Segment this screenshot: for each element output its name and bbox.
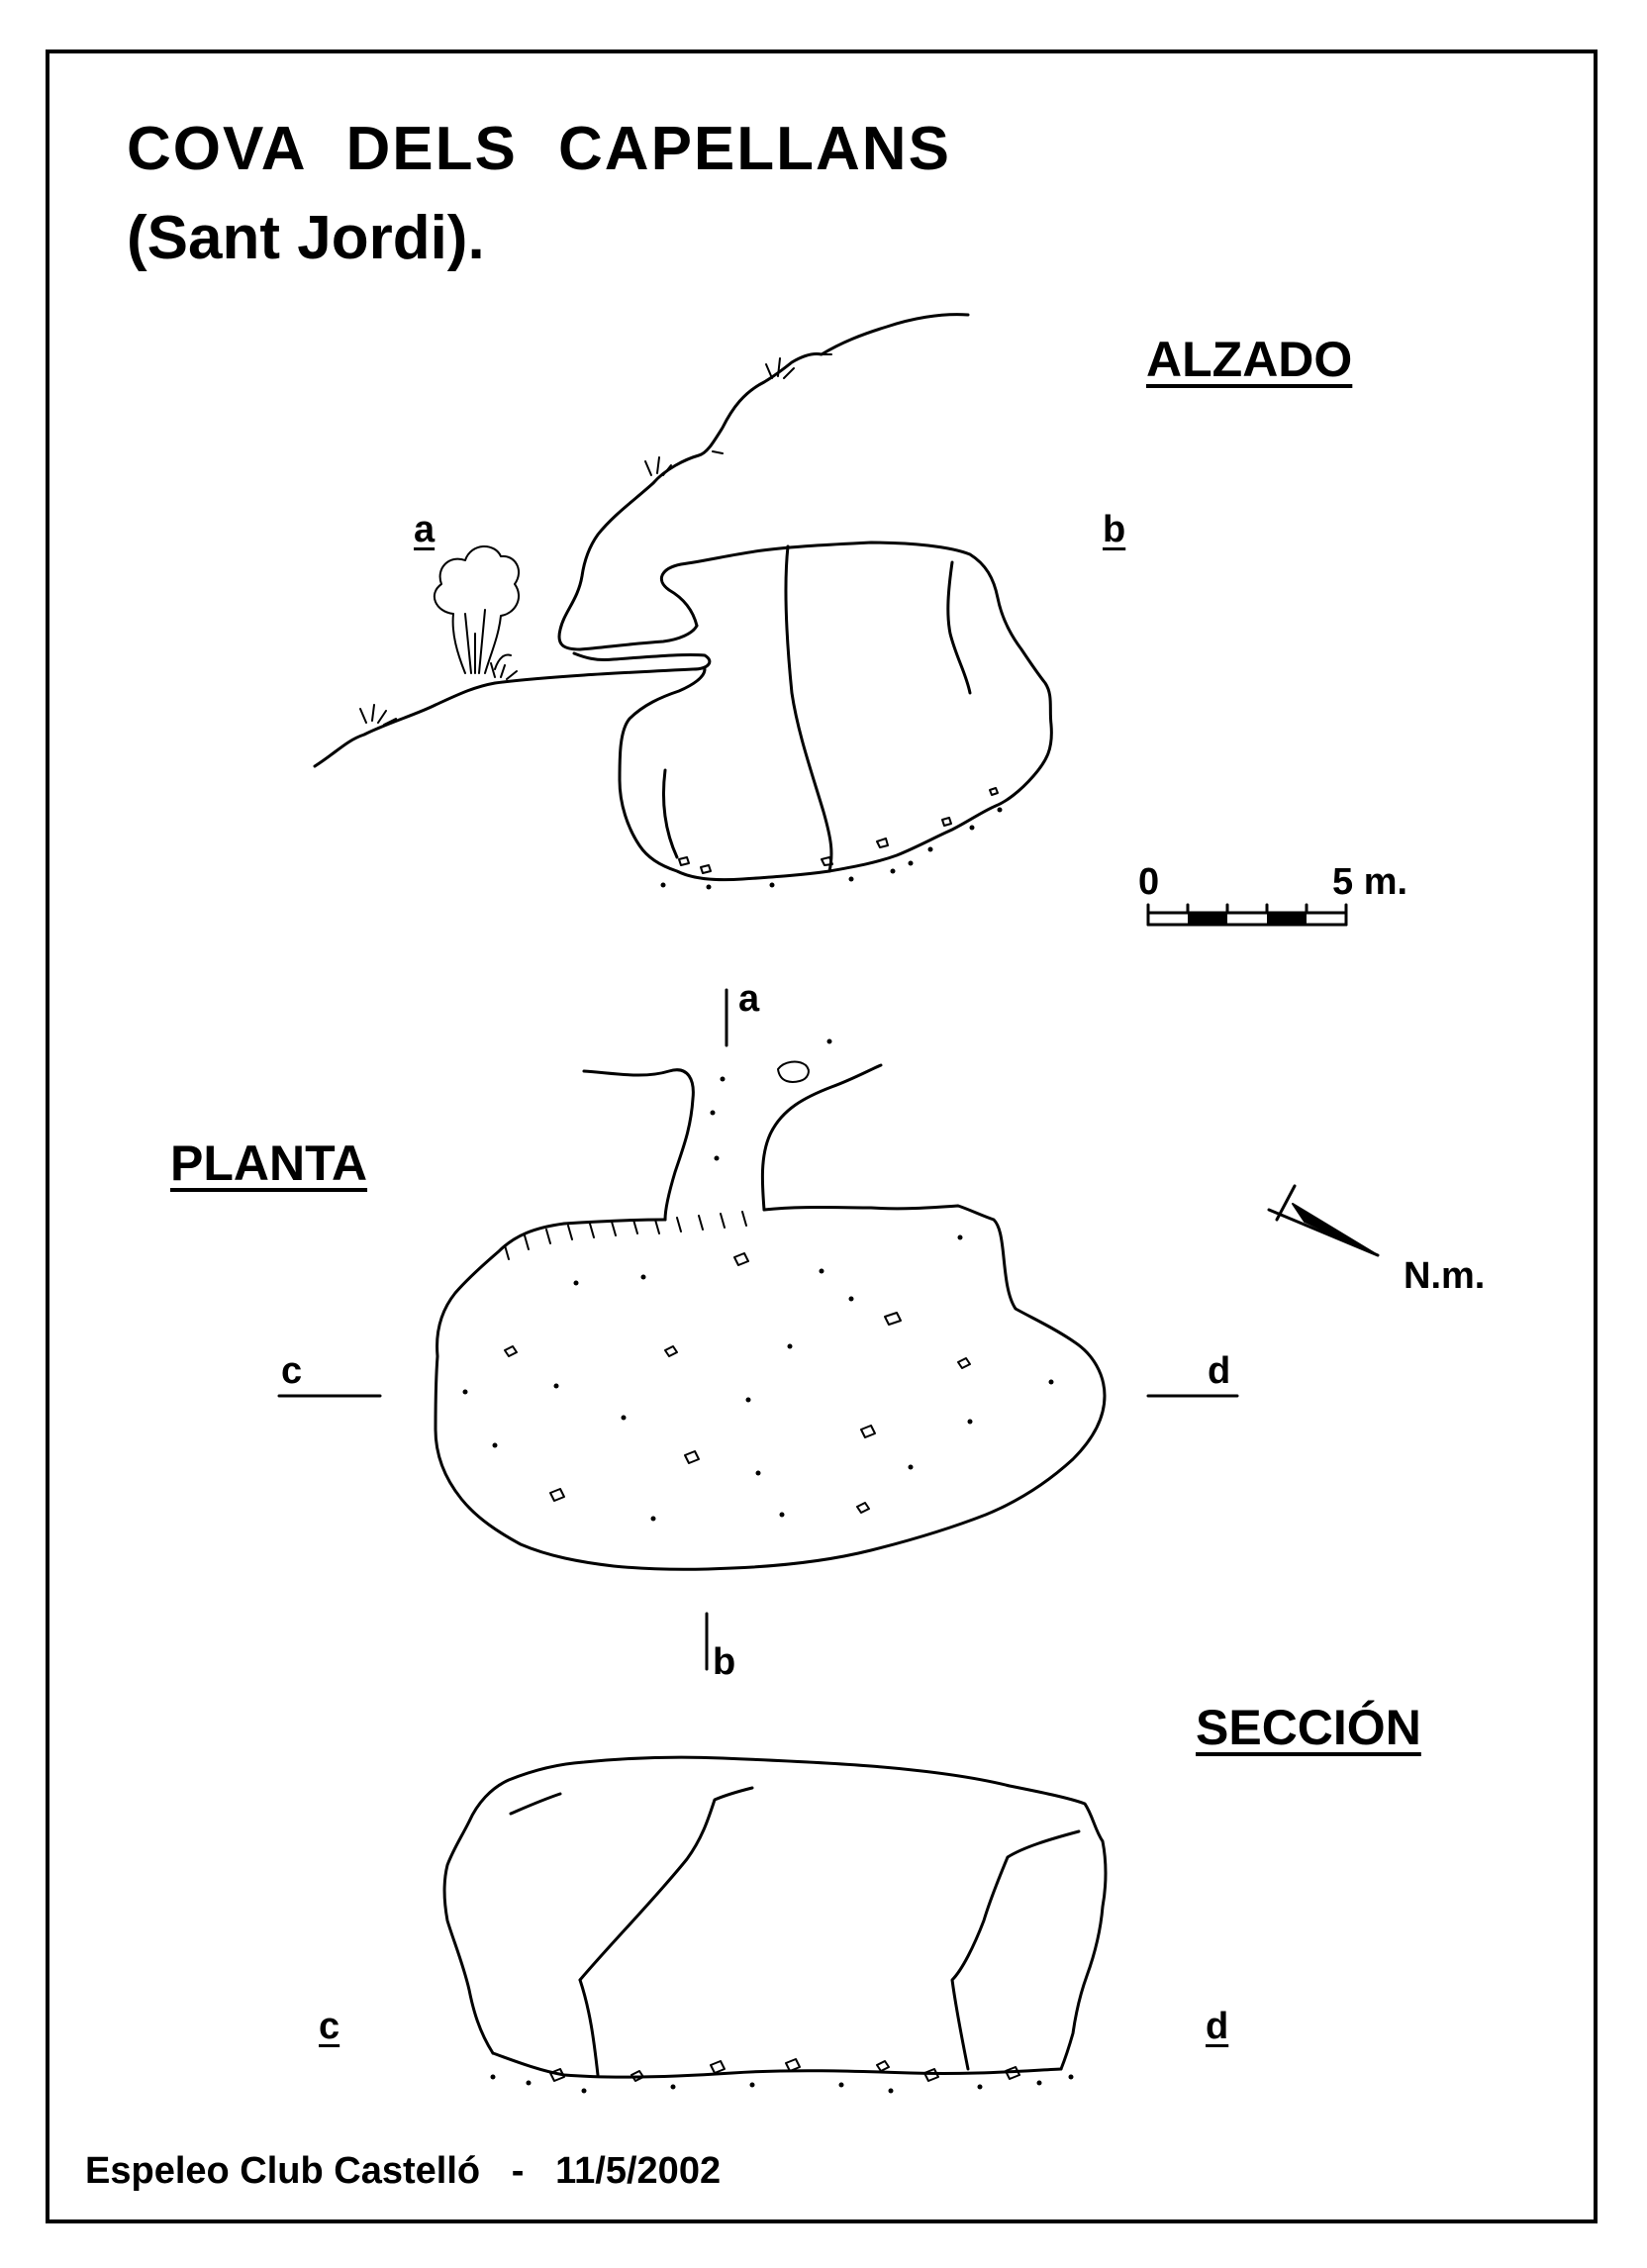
section-floor — [491, 2051, 1063, 2079]
planta-point-a: a — [738, 978, 760, 1020]
planta-heading: PLANTA — [170, 1135, 368, 1191]
section-crack-4 — [950, 1829, 1081, 2071]
entrance-passage — [582, 1068, 695, 1222]
grass-icon — [359, 357, 795, 726]
section-dots — [490, 2074, 1074, 2094]
planta-drawing — [277, 988, 1380, 1671]
footer-club: Espeleo Club Castelló — [85, 2150, 481, 2192]
cave-title: COVA DELS CAPELLANS — [127, 115, 951, 183]
alzado-point-a: a — [414, 509, 436, 550]
north-label: N.m. — [1404, 1255, 1486, 1297]
footer: Espeleo Club Castelló - 11/5/2002 — [85, 2152, 721, 2190]
upper-rock-outline — [557, 313, 970, 651]
footer-date: 11/5/2002 — [555, 2150, 722, 2192]
chamber-crack-2 — [946, 560, 972, 695]
scale-bar — [1146, 903, 1348, 927]
seccion-point-d: d — [1206, 2006, 1229, 2047]
floor-rubble — [678, 787, 999, 874]
drop-ticks — [504, 1211, 747, 1260]
planta-point-b: b — [713, 1641, 736, 1683]
plan-chamber-outline — [434, 1204, 1107, 1571]
alzado-drawing — [313, 313, 1053, 890]
chamber-crack-1 — [784, 544, 833, 873]
chamber-outline — [618, 541, 1053, 882]
cave-subtitle: (Sant Jordi). — [127, 204, 485, 272]
section-crack-1 — [578, 1786, 754, 1982]
section-crack-2 — [578, 1978, 600, 2077]
shrub-icon — [433, 545, 520, 674]
section-crack-3 — [509, 1792, 562, 1816]
scale-end-label: 5 m. — [1332, 861, 1408, 903]
section-outline — [442, 1755, 1108, 2071]
footer-separator: - — [511, 2150, 525, 2192]
entrance-passage-right — [760, 1063, 883, 1212]
seccion-heading: SECCIÓN — [1196, 1700, 1421, 1755]
seccion-drawing — [442, 1755, 1108, 2094]
rock-ledge-ticks — [712, 353, 832, 454]
hillside-line — [313, 651, 712, 768]
plan-blocks — [504, 1060, 971, 1514]
section-rubble — [549, 2058, 1020, 2082]
plan-dots — [462, 1038, 1054, 1522]
floor-dots — [660, 807, 1003, 890]
alzado-heading: ALZADO — [1146, 332, 1353, 387]
chamber-crack-3 — [662, 768, 679, 859]
north-arrow-icon — [1267, 1184, 1380, 1257]
planta-point-c: c — [281, 1350, 303, 1392]
planta-point-d: d — [1208, 1350, 1231, 1392]
seccion-point-c: c — [319, 2006, 340, 2047]
scale-start-label: 0 — [1138, 861, 1160, 903]
alzado-point-b: b — [1103, 509, 1126, 550]
map-frame — [46, 49, 1598, 2223]
